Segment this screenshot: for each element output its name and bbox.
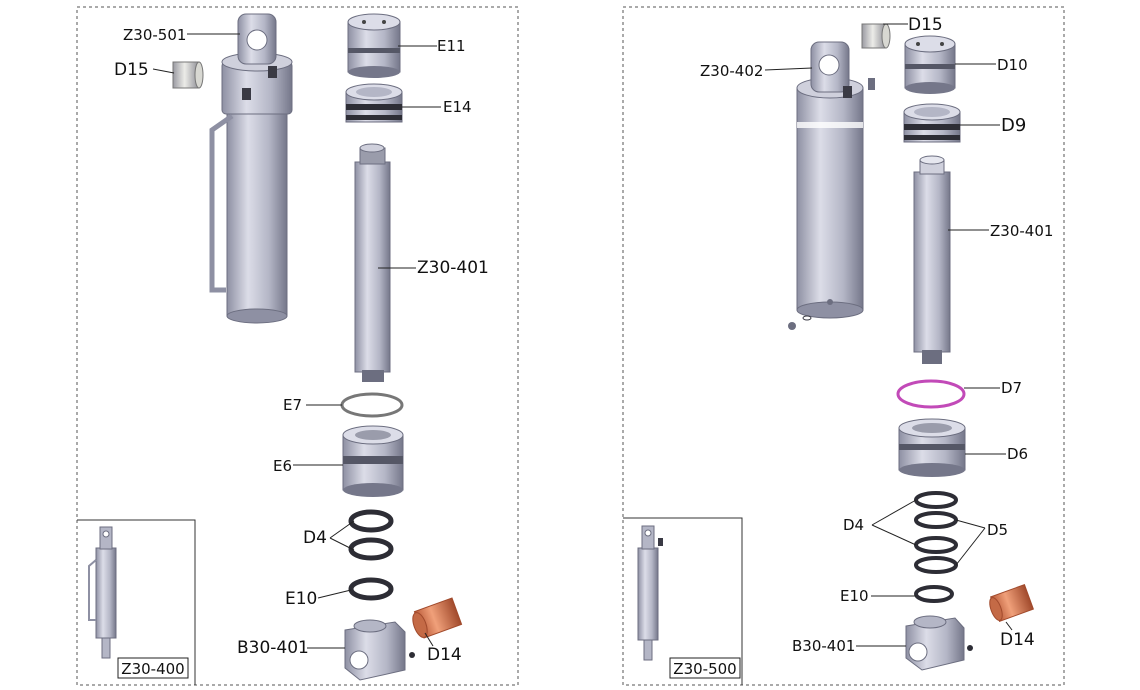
right-bushing-part xyxy=(861,23,891,49)
left-seal-pack-part xyxy=(345,83,403,123)
right-label-rod: Z30-401 xyxy=(990,222,1053,240)
right-leader-lines xyxy=(764,23,1013,647)
right-inset-cylinder-thumbnail xyxy=(637,525,663,661)
left-base-block-part xyxy=(344,619,415,681)
right-copper-bushing-part xyxy=(989,583,1035,623)
right-wiper-part xyxy=(914,585,954,603)
right-cylinder-barrel xyxy=(788,41,875,330)
right-oring-part xyxy=(896,379,966,409)
left-dashed-frame xyxy=(76,6,519,686)
right-label-base-bushing: D14 xyxy=(1000,630,1035,650)
right-seal-pack-part xyxy=(903,103,961,143)
left-label-rings: D4 xyxy=(303,528,327,548)
right-label-barrel: Z30-402 xyxy=(700,62,763,80)
left-ring-pair xyxy=(348,509,394,561)
left-piston-part xyxy=(342,425,404,497)
left-inset-cylinder-thumbnail xyxy=(88,526,117,659)
left-label-base-bushing: D14 xyxy=(427,645,462,665)
left-label-bushing: D15 xyxy=(114,60,149,80)
left-inset-caption: Z30-400 xyxy=(121,660,184,678)
left-label-oring: E7 xyxy=(283,396,302,414)
right-ring-stack xyxy=(914,491,958,574)
right-label-seal-pack: D9 xyxy=(1001,115,1026,136)
right-label-piston: D6 xyxy=(1007,445,1028,463)
right-dashed-frame xyxy=(622,6,1065,686)
right-panel: D15 Z30-402 D10 D9 Z30-401 D7 D6 D4 D5 E… xyxy=(622,6,1065,686)
left-copper-bushing-part xyxy=(412,597,463,639)
right-piston-rod-part xyxy=(913,155,951,364)
left-label-base-block: B30-401 xyxy=(237,638,309,658)
left-label-piston: E6 xyxy=(273,457,292,475)
left-label-barrel: Z30-501 xyxy=(123,26,186,44)
right-label-wiper: E10 xyxy=(840,587,869,605)
left-label-rod: Z30-401 xyxy=(417,258,489,278)
left-panel: Z30-501 D15 E11 E14 Z30-401 E7 E6 D4 E10… xyxy=(76,6,519,686)
right-label-rings-b: D5 xyxy=(987,521,1008,539)
left-oring-part xyxy=(340,392,404,418)
right-label-oring: D7 xyxy=(1001,379,1022,397)
left-label-wiper: E10 xyxy=(285,589,317,609)
right-head-part xyxy=(904,35,956,94)
right-inset-thumbnail: Z30-500 xyxy=(623,517,743,685)
right-base-block-part xyxy=(905,615,973,671)
left-leader-lines xyxy=(152,33,441,649)
right-label-bushing: D15 xyxy=(908,15,943,35)
right-piston-part xyxy=(898,418,966,477)
left-bushing-part xyxy=(172,61,204,89)
left-label-head: E11 xyxy=(437,37,466,55)
right-inset-caption: Z30-500 xyxy=(673,660,736,678)
left-label-seal-pack: E14 xyxy=(443,98,472,116)
right-label-rings-a: D4 xyxy=(843,516,864,534)
left-inset-thumbnail: Z30-400 xyxy=(77,519,196,685)
left-piston-rod-part xyxy=(354,143,391,382)
left-cylinder-barrel xyxy=(209,13,293,324)
right-label-head: D10 xyxy=(997,56,1028,74)
left-wiper-part xyxy=(348,577,394,601)
left-head-part xyxy=(347,13,401,78)
right-label-base-block: B30-401 xyxy=(792,637,855,655)
